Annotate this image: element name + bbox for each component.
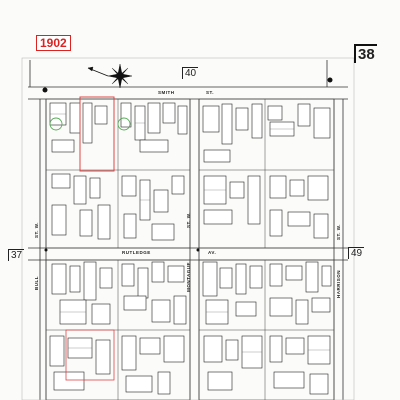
adjoining-sheet-right: 49 [348,247,365,259]
green-tank-icon [117,117,131,131]
street-label-center-upper: ST. W. [186,212,191,229]
building-details [50,113,330,353]
highlighted-parcel-lower [65,329,115,381]
building-footprints [49,102,332,395]
compass-rose-icon [87,63,133,89]
year-stamp: 1902 [36,35,71,51]
street-label-bull: BULL [34,276,39,290]
street-label-smith-suffix: ST. [206,90,215,95]
street-label-smith: SMITH [158,90,175,95]
street-label-harrison: HARRISON [336,270,341,299]
adjoining-sheet-left: 37 [8,249,25,261]
green-tank-icon [49,117,63,131]
sheet-border [21,57,355,400]
street-label-montague: MONTAGUE [186,262,191,292]
street-label-left-upper: ST. W. [34,222,39,239]
lot-lines [45,98,335,400]
street-label-rutledge-suffix: AV. [208,250,217,255]
street-label-right-upper: ST. W. [336,224,341,241]
hydrant-markers [42,77,333,252]
highlighted-parcel [79,96,115,172]
sheet-number: 38 [354,44,377,63]
adjoining-sheet-top: 40 [182,67,199,79]
street-label-rutledge: RUTLEDGE [122,250,151,255]
